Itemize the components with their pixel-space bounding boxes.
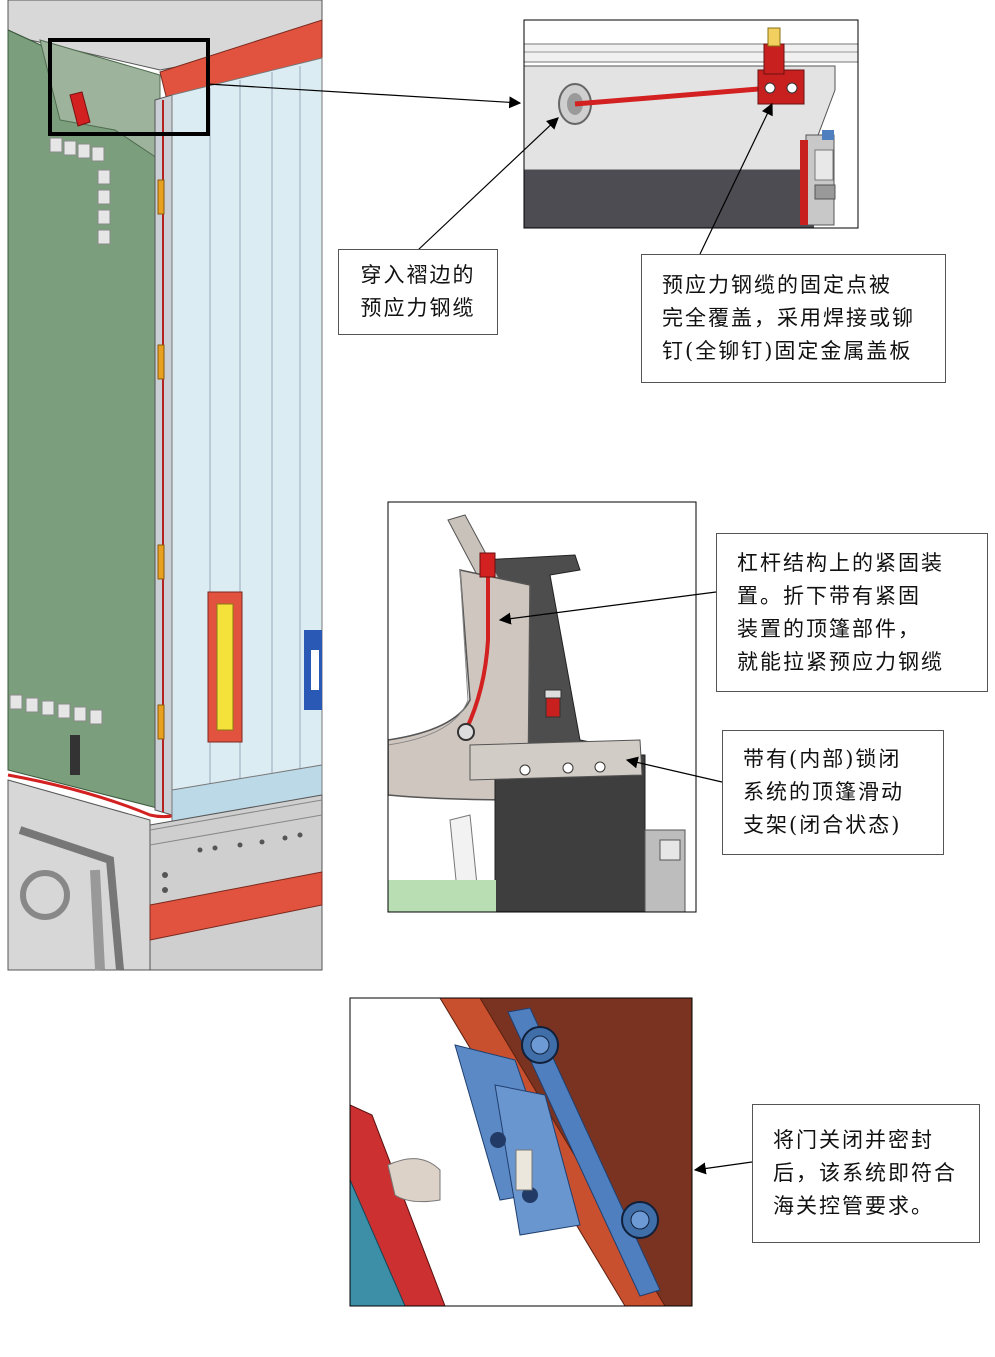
callout-door-seal: 将门关闭并密封 后，该系统即符合 海关控管要求。 bbox=[752, 1104, 980, 1243]
callout-line: 装置的顶篷部件， bbox=[737, 616, 921, 641]
callout-line: 钉(全铆钉)固定金属盖板 bbox=[662, 339, 913, 363]
callout-line: 置。折下带有紧固 bbox=[737, 583, 921, 608]
detail-frame-2 bbox=[387, 501, 697, 913]
leader-anchor-point bbox=[699, 102, 773, 255]
leader-strap-cable bbox=[417, 117, 559, 251]
trailer-corner-view bbox=[7, 0, 323, 971]
callout-line: 杠杆结构上的紧固装 bbox=[737, 550, 944, 575]
callout-line: 完全覆盖，采用焊接或铆 bbox=[662, 306, 915, 330]
detail-frame-3 bbox=[349, 997, 693, 1307]
zoom-highlight-box bbox=[48, 38, 210, 136]
callout-lever-fastener: 杠杆结构上的紧固装 置。折下带有紧固 装置的顶篷部件， 就能拉紧预应力钢缆 bbox=[716, 533, 988, 692]
callout-line: 系统的顶篷滑动 bbox=[743, 780, 904, 804]
leader-lines bbox=[207, 83, 773, 1175]
callout-line: 海关控管要求。 bbox=[773, 1194, 934, 1218]
callout-anchor-point: 预应力钢缆的固定点被 完全覆盖，采用焊接或铆 钉(全铆钉)固定金属盖板 bbox=[641, 254, 946, 383]
callout-line: 就能拉紧预应力钢缆 bbox=[737, 649, 944, 674]
detail-cable-anchor bbox=[523, 19, 859, 229]
leader-roof-slide bbox=[625, 756, 723, 783]
detail-lever-mechanism bbox=[387, 501, 697, 913]
callout-line: 后，该系统即符合 bbox=[773, 1161, 957, 1185]
callout-line: 预应力钢缆的固定点被 bbox=[662, 273, 892, 297]
callout-line: 穿入褶边的 bbox=[360, 263, 476, 287]
callout-line: 预应力钢缆 bbox=[360, 296, 476, 320]
leader-lever-fastener bbox=[498, 591, 717, 625]
callout-line: 带有(内部)锁闭 bbox=[743, 747, 902, 771]
callout-line: 支架(闭合状态) bbox=[743, 813, 902, 837]
detail-door-seal bbox=[349, 997, 693, 1307]
leader-zoom bbox=[207, 83, 522, 109]
callout-line: 将门关闭并密封 bbox=[773, 1128, 934, 1152]
callout-strap-cable: 穿入褶边的 预应力钢缆 bbox=[338, 249, 498, 335]
callout-roof-slide: 带有(内部)锁闭 系统的顶篷滑动 支架(闭合状态) bbox=[722, 730, 944, 855]
leader-door-seal bbox=[693, 1161, 753, 1175]
detail-frame-1 bbox=[523, 19, 859, 229]
